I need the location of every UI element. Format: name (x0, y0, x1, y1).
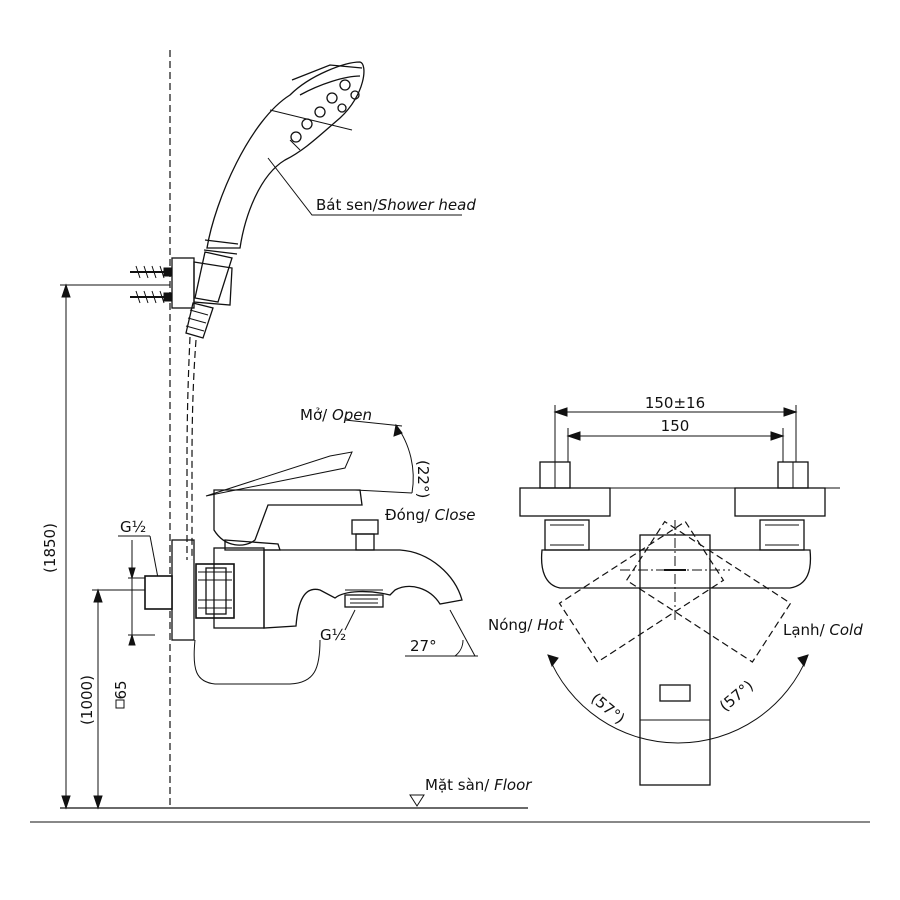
front-view (519, 461, 840, 786)
close-label: Đóng/ Close (385, 506, 476, 524)
wall-anchor-top (130, 265, 173, 279)
shower-head (203, 61, 365, 255)
open-label: Mở/ Open (300, 406, 372, 424)
nozzle-cluster (290, 79, 360, 143)
spout-angle-label: 27° (410, 637, 437, 655)
dimension-65-label: 65 (112, 680, 130, 699)
dimension-1000 (92, 588, 150, 810)
rotate-cold-label: (57°) (716, 677, 757, 715)
shower-handle-grip (185, 251, 233, 339)
dimension-65 (115, 540, 155, 709)
spout-angle (405, 609, 478, 657)
dimension-150-tol (553, 405, 798, 462)
dimension-1850 (60, 283, 170, 810)
floor-label: Mặt sàn/ Floor (425, 776, 532, 794)
rotate-hot-label: (57°) (587, 689, 628, 727)
floor-line (30, 807, 870, 823)
wall-anchor-bottom (130, 290, 173, 304)
dimension-150-tol-label: 150±16 (645, 394, 705, 412)
mixer-side-view (144, 451, 463, 641)
dimension-1000-label: (1000) (78, 675, 96, 725)
shower-hose (186, 336, 321, 685)
wall-bracket (130, 257, 233, 309)
thread-inlet-label: G½ (120, 518, 146, 536)
hot-label: Nóng/ Hot (488, 616, 565, 634)
lever-angle-label: (22°) (414, 460, 432, 498)
shower-head-label: Bát sen/Shower head (316, 196, 476, 214)
cold-label: Lạnh/ Cold (783, 621, 863, 639)
floor-symbol (409, 794, 425, 807)
thread-outlet-label: G½ (320, 626, 346, 644)
dimension-150 (566, 428, 785, 462)
dimension-150-label: 150 (661, 417, 690, 435)
dimension-1850-label: (1850) (41, 523, 59, 573)
